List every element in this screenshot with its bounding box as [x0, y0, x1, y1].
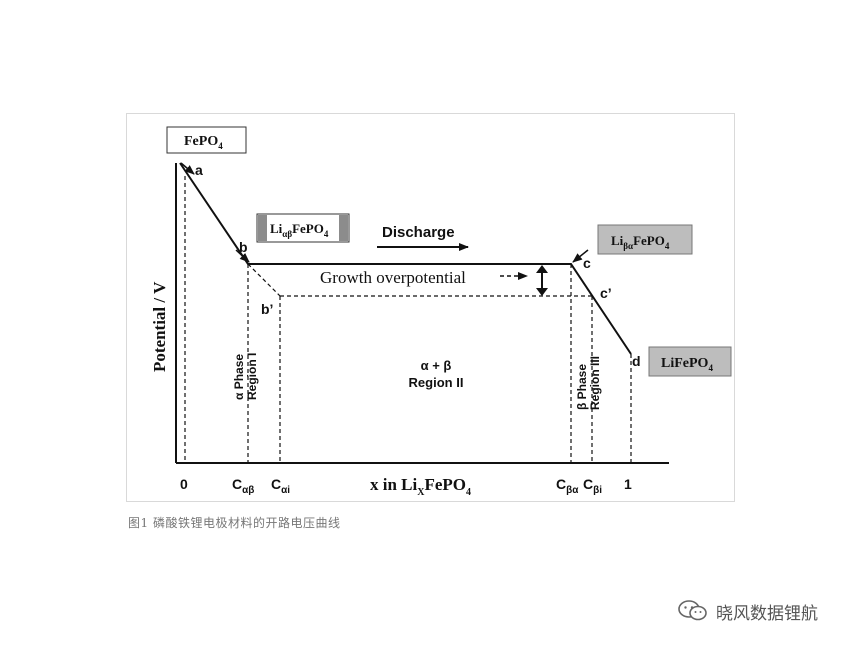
wechat-icon — [676, 599, 710, 623]
svg-text:LiβαFePO4: LiβαFePO4 — [611, 233, 670, 251]
discharge-label: Discharge — [382, 224, 455, 241]
overpotential-arrowhead-down — [536, 288, 548, 296]
tick-c-beta-i: Cβi — [583, 476, 602, 496]
svg-text:LiαβFePO4: LiαβFePO4 — [270, 221, 329, 239]
region1-label: α Phase Region I — [232, 351, 259, 400]
arrow-to-b — [235, 249, 250, 263]
growth-overpotential-label: Growth overpotential — [320, 268, 466, 287]
li-beta-alpha-box: LiβαFePO4 — [597, 224, 693, 255]
point-d-label: d — [632, 353, 641, 369]
arrow-to-a — [180, 162, 195, 175]
point-a-label: a — [195, 162, 203, 178]
region2-label-line2: Region II — [409, 375, 464, 390]
dash-b-to-bprime — [247, 263, 281, 297]
tick-1: 1 — [624, 476, 632, 492]
watermark-text: 晓风数据锂航 — [716, 603, 818, 624]
li-alpha-beta-box: LiαβFePO4 — [256, 213, 350, 243]
x-axis-label: x in LiXFePO4 — [370, 475, 471, 498]
fepo4-box: FePO4 — [166, 126, 247, 154]
y-axis-label: Potential / V — [150, 281, 169, 372]
point-cprime-label: c’ — [600, 285, 612, 301]
tick-c-beta-alpha: Cβα — [556, 476, 579, 496]
tick-c-alpha-i: Cαi — [271, 476, 290, 496]
tick-0: 0 — [180, 476, 188, 492]
figure-frame — [126, 113, 735, 502]
point-bprime-label: b’ — [261, 301, 273, 317]
region2-label-line1: α + β — [421, 358, 452, 373]
svg-text:LiFePO4: LiFePO4 — [661, 356, 713, 373]
potential-curve — [179, 162, 632, 355]
tick-c-alpha-beta: Cαβ — [232, 476, 254, 496]
region3-label: β Phase Region III — [575, 356, 602, 410]
figure-caption: 图1 磷酸铁锂电极材料的开路电压曲线 — [128, 516, 341, 530]
svg-text:FePO4: FePO4 — [184, 134, 223, 151]
lifepo4-box: LiFePO4 — [648, 346, 732, 377]
point-c-label: c — [583, 255, 591, 271]
overpotential-arrowhead-up — [536, 265, 548, 273]
point-b-label: b — [239, 239, 248, 255]
watermark: 晓风数据锂航 — [676, 596, 818, 626]
arrow-to-c — [572, 249, 589, 263]
